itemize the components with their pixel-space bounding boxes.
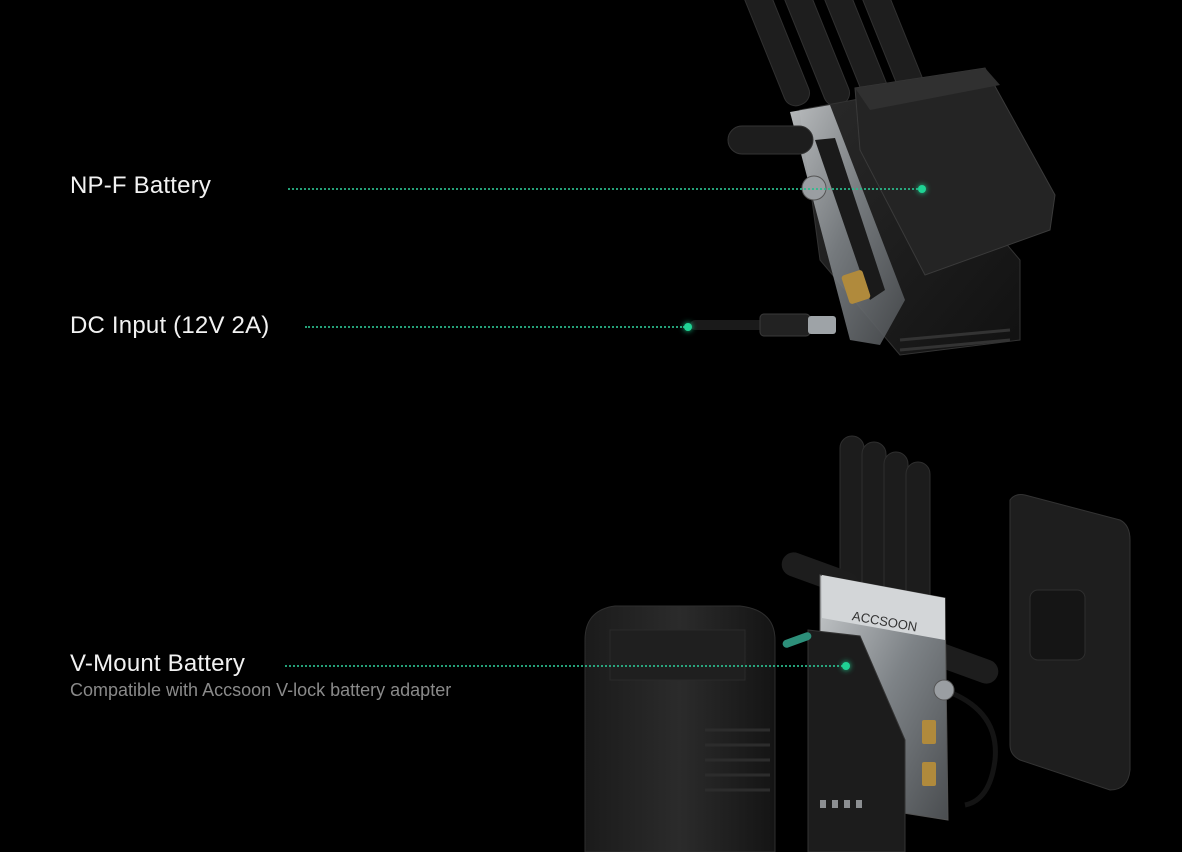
npf-callout-dot — [918, 185, 926, 193]
dc-input-label: DC Input (12V 2A) — [70, 312, 270, 339]
dc-leader-line — [305, 326, 685, 328]
top-transmitter — [690, 0, 1056, 356]
npf-leader-line — [288, 188, 918, 190]
vmount-battery-label: V-Mount Battery — [70, 650, 246, 677]
vmount-leader-line — [285, 665, 843, 667]
vmount-battery-sublabel: Compatible with Accsoon V-lock battery a… — [70, 680, 452, 700]
dc-callout-dot — [684, 323, 692, 331]
bottom-transmitter: ACCSOON — [584, 435, 1131, 852]
npf-battery-label: NP-F Battery — [70, 172, 212, 199]
vmount-callout-dot — [842, 662, 850, 670]
